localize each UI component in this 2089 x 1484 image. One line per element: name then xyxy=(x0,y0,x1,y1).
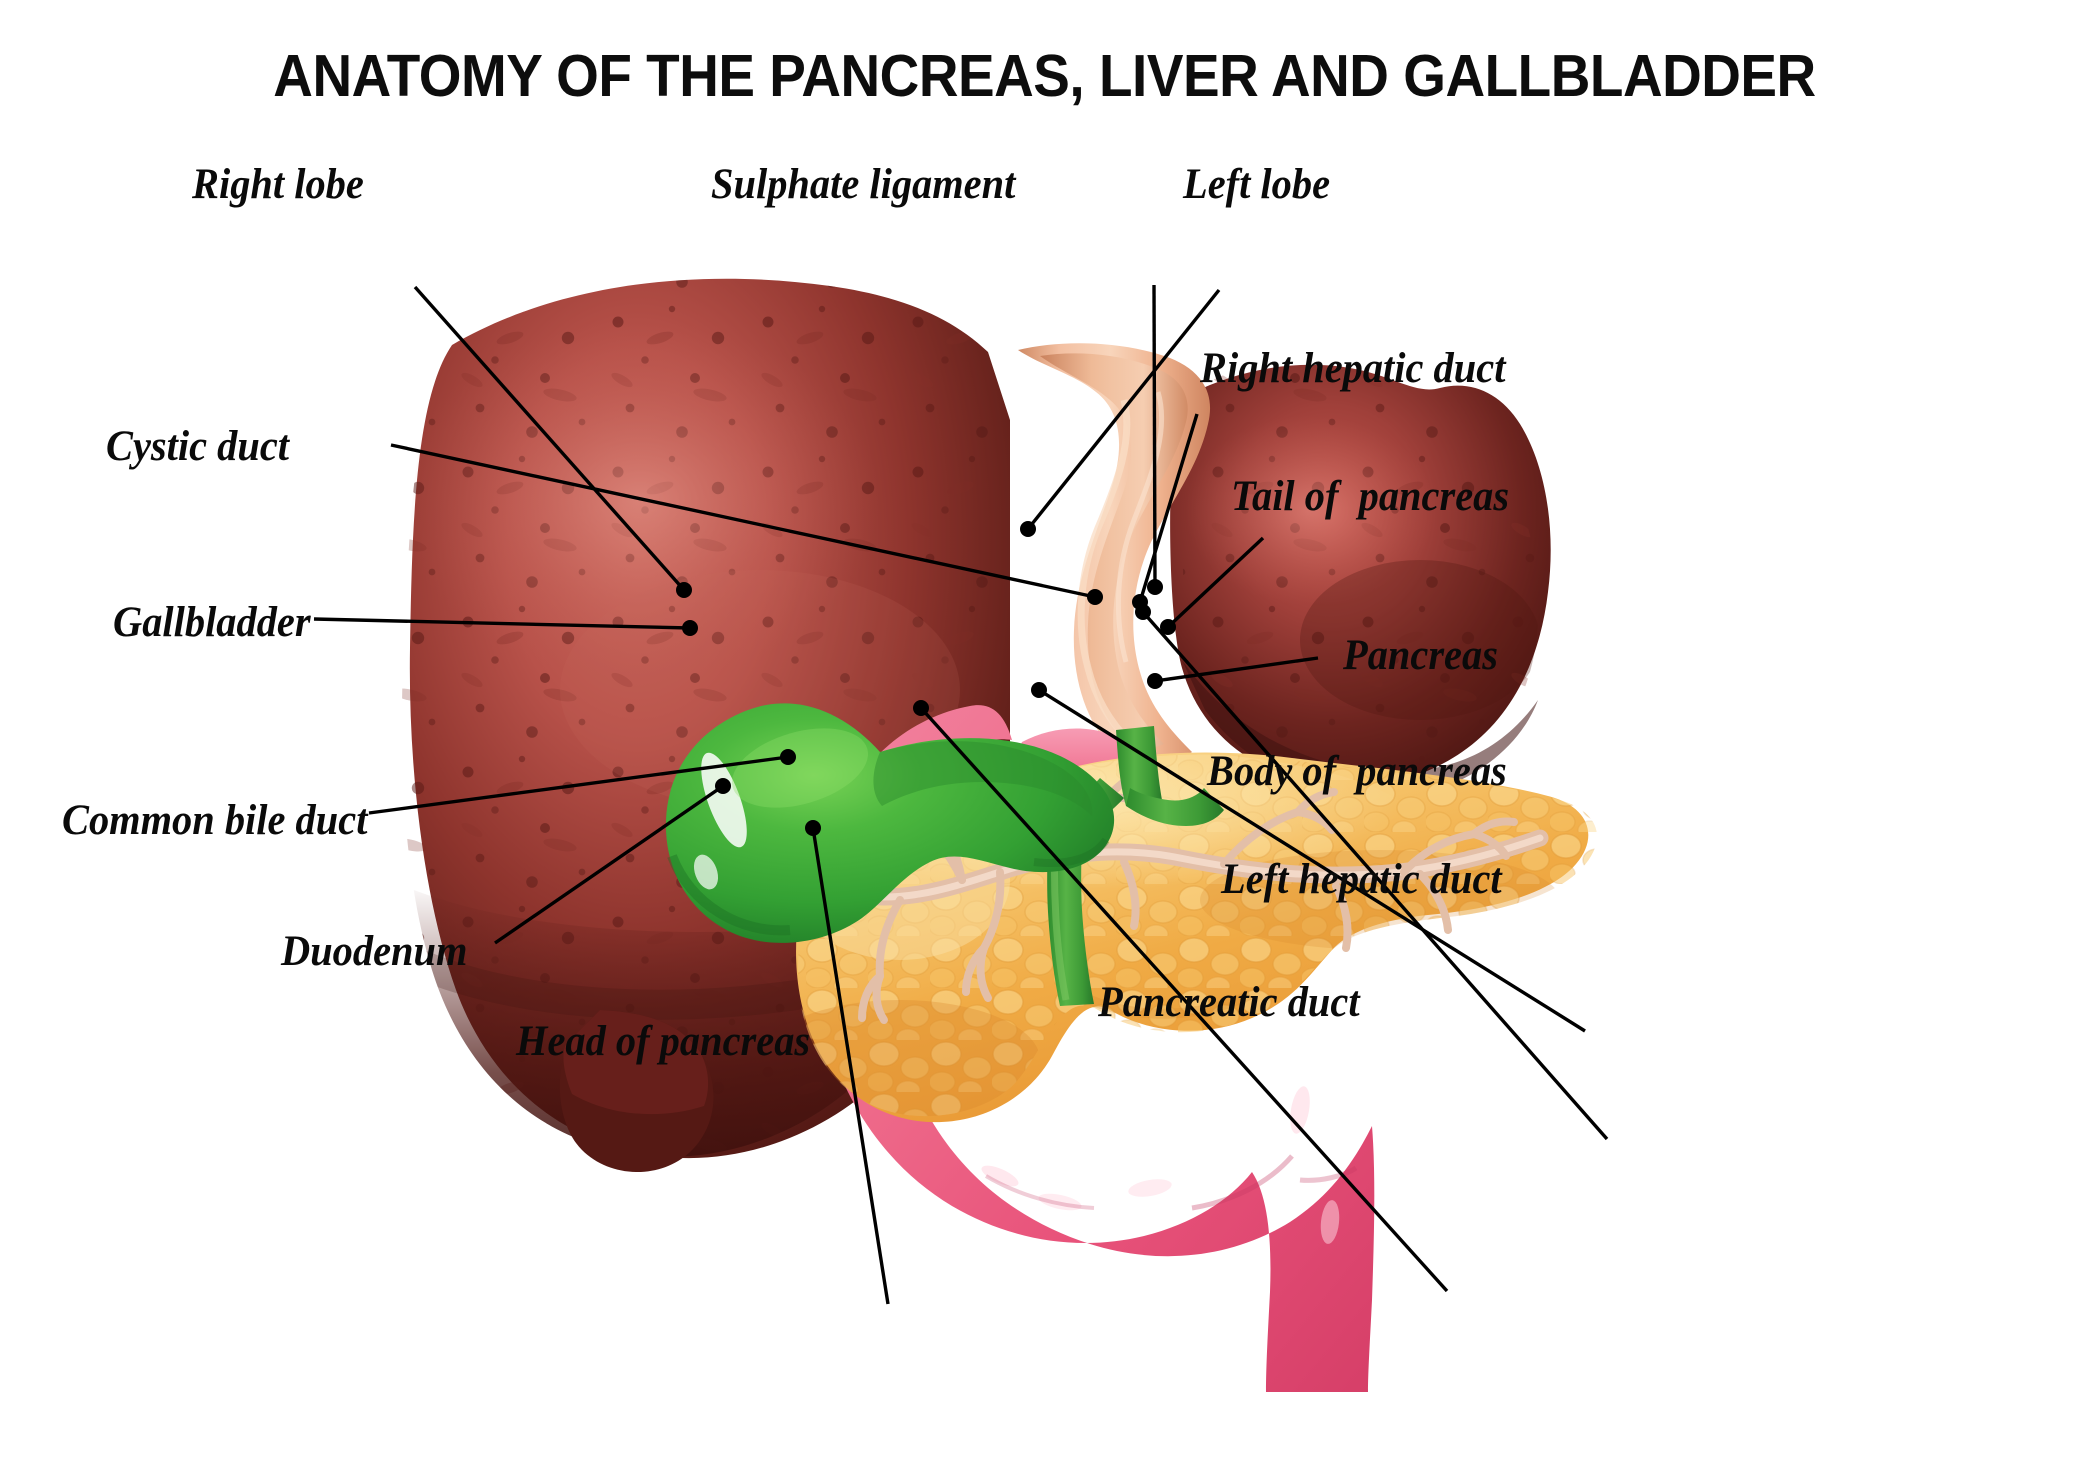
label-right-lobe: Right lobe xyxy=(192,161,364,208)
leader-dot-head-of-pancreas xyxy=(805,820,821,836)
leader-dot-sulphate-ligament xyxy=(1147,579,1163,595)
label-common-bile-duct: Common bile duct xyxy=(62,797,368,844)
leader-dot-left-lobe xyxy=(1020,521,1036,537)
leader-line-pancreatic-duct xyxy=(919,706,1449,1293)
label-pancreas: Pancreas xyxy=(1343,632,1498,679)
leader-dot-cystic-duct xyxy=(1087,589,1103,605)
leader-dot-left-hepatic-duct xyxy=(1135,604,1151,620)
leader-line-left-hepatic-duct xyxy=(1141,610,1609,1141)
leader-dots xyxy=(676,521,1176,836)
leader-dot-tail-of-pancreas xyxy=(1160,619,1176,635)
leader-dot-gallbladder xyxy=(682,620,698,636)
leader-line-common-bile-duct xyxy=(368,755,789,815)
leader-lines xyxy=(313,284,1609,1305)
leader-dot-common-bile-duct xyxy=(780,749,796,765)
leader-line-head-of-pancreas xyxy=(811,827,890,1305)
leader-line-duodenum xyxy=(494,784,724,945)
label-sulphate-ligament: Sulphate ligament xyxy=(711,161,1016,208)
leader-line-gallbladder xyxy=(313,617,691,630)
leader-line-cystic-duct xyxy=(390,443,1096,599)
label-left-hepatic-duct: Left hepatic duct xyxy=(1221,856,1502,903)
leader-dot-body-of-pancreas xyxy=(1031,682,1047,698)
label-tail-of-pancreas: Tail of pancreas xyxy=(1231,473,1510,520)
label-duodenum: Duodenum xyxy=(281,928,468,975)
label-pancreatic-duct: Pancreatic duct xyxy=(1098,979,1360,1026)
leader-line-left-lobe xyxy=(1026,288,1221,531)
sulphate-ligament-structure xyxy=(1018,343,1211,765)
leader-dot-pancreas xyxy=(1147,673,1163,689)
leader-line-body-of-pancreas xyxy=(1038,688,1586,1033)
label-gallbladder: Gallbladder xyxy=(113,599,311,646)
page-title: ANATOMY OF THE PANCREAS, LIVER AND GALLB… xyxy=(273,43,1816,109)
label-head-of-pancreas: Head of pancreas xyxy=(516,1018,811,1065)
label-right-hepatic-duct: Right hepatic duct xyxy=(1200,345,1506,392)
leader-dot-right-lobe xyxy=(676,582,692,598)
leader-line-right-hepatic-duct xyxy=(1138,413,1199,603)
leader-dot-pancreatic-duct xyxy=(913,700,929,716)
leader-line-tail-of-pancreas xyxy=(1166,536,1265,629)
liver-left-lobe xyxy=(1170,357,1551,799)
label-body-of-pancreas: Body of pancreas xyxy=(1207,748,1507,795)
leader-dot-duodenum xyxy=(715,778,731,794)
leader-line-sulphate-ligament xyxy=(1152,284,1157,588)
label-left-lobe: Left lobe xyxy=(1183,161,1331,208)
label-cystic-duct: Cystic duct xyxy=(106,423,290,470)
leader-line-right-lobe xyxy=(413,285,686,592)
leader-line-pancreas xyxy=(1154,656,1319,683)
